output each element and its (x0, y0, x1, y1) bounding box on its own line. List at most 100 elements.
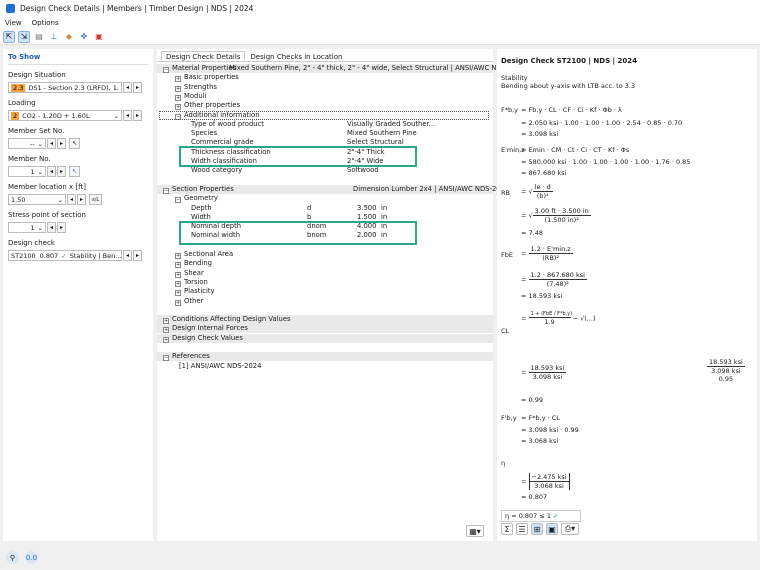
select-icon[interactable]: ⇱ (3, 30, 15, 43)
units-icon[interactable]: 0.0 (25, 551, 38, 564)
prev-icon[interactable]: ◂ (123, 250, 132, 261)
tree-row[interactable]: +Other (157, 297, 493, 306)
tree-label: Species (191, 129, 217, 138)
member-icon[interactable]: ⊥ (50, 32, 58, 41)
member-set-select[interactable]: -- ⌄ (8, 138, 46, 149)
prev-icon[interactable]: ◂ (67, 194, 76, 205)
eta-num2: −2.475 ksi (529, 473, 569, 482)
fbe-num: 1.2 · E'min,z (528, 245, 573, 254)
expand-icon[interactable]: + (175, 104, 181, 111)
prev-icon[interactable]: ◂ (47, 222, 56, 233)
collapse-icon[interactable]: − (175, 197, 181, 204)
label-eta: η (501, 459, 506, 467)
tree-label: Wood category (191, 166, 242, 175)
expand-icon[interactable]: + (163, 318, 169, 325)
next-icon[interactable]: ▸ (57, 166, 66, 177)
expand-icon[interactable]: + (175, 85, 181, 92)
next-icon[interactable]: ▸ (133, 110, 142, 121)
tree-row[interactable]: +Torsion (157, 278, 493, 287)
tree-row[interactable]: +Strengths (157, 83, 493, 92)
expand-icon[interactable]: + (175, 271, 181, 278)
tab-bar: Design Check Details Design Checks in Lo… (157, 49, 493, 62)
tree-row[interactable]: +Other properties (157, 101, 493, 111)
design-situation-select[interactable]: 2.3 DS1 - Section 2.3 (LRFD), 1. t... (8, 82, 122, 93)
color-scale-icon[interactable]: ◆ (65, 32, 73, 41)
expand-icon[interactable]: + (175, 299, 181, 306)
tab-design-checks-in-location[interactable]: Design Checks in Location (250, 53, 343, 61)
search-icon[interactable]: ⚲ (6, 551, 19, 564)
tab-design-check-details[interactable]: Design Check Details (161, 51, 246, 61)
stress-point-select[interactable]: 1 ⌄ (8, 222, 46, 233)
tree-row[interactable]: +Sectional Area (157, 250, 493, 259)
prev-icon[interactable]: ◂ (123, 110, 132, 121)
chevron-down-icon: ⌄ (37, 167, 43, 176)
menu-view[interactable]: View (5, 19, 22, 27)
tree-label: −Geometry (175, 194, 218, 204)
prev-icon[interactable]: ◂ (47, 138, 56, 149)
tree-row[interactable]: +Bending (157, 259, 493, 269)
next-icon[interactable]: ▸ (133, 82, 142, 93)
export-icon[interactable]: ▣ (95, 32, 103, 41)
prev-icon[interactable]: ◂ (123, 82, 132, 93)
next-icon[interactable]: ▸ (133, 250, 142, 261)
expand-icon[interactable]: + (175, 76, 181, 83)
next-icon[interactable]: ▸ (77, 194, 86, 205)
view-icon[interactable]: ✜ (80, 32, 88, 41)
tree-group-row[interactable]: +Conditions Affecting Design Values (157, 315, 493, 325)
expand-icon[interactable]: + (163, 336, 169, 343)
location-select[interactable]: 1.50 ⌄ (8, 194, 66, 205)
member-no-select[interactable]: 1 ⌄ (8, 166, 46, 177)
collapse-icon[interactable]: − (163, 187, 169, 194)
rb-result: = 7.48 (521, 229, 543, 237)
tree-group-row[interactable]: −References (157, 352, 493, 362)
tree-row[interactable]: +Basic properties (157, 73, 493, 83)
pick-member-icon[interactable]: ↖ (69, 166, 80, 177)
tree-group-row[interactable]: +Design Check Values (157, 333, 493, 343)
fbe-values: = 1.2 · 867.680 ksi(7.48)² (521, 271, 587, 288)
tree-row[interactable]: −Geometry (157, 194, 493, 204)
expand-icon[interactable]: + (175, 253, 181, 259)
expand-icon[interactable]: + (163, 327, 169, 334)
list-icon[interactable]: ☰ (516, 523, 528, 535)
collapse-icon[interactable]: − (163, 355, 169, 362)
tree-row[interactable]: +Shear (157, 269, 493, 278)
expand-icon[interactable]: + (175, 280, 181, 287)
menu-options[interactable]: Options (31, 19, 59, 27)
expand-icon[interactable]: + (175, 262, 181, 269)
export-excel-icon[interactable]: ▦▾ (466, 525, 484, 537)
emin-result: = 867.680 ksi (521, 169, 567, 177)
prev-icon[interactable]: ◂ (47, 166, 56, 177)
tree-label-text: Sectional Area (184, 250, 234, 258)
chevron-down-icon: ⌄ (57, 195, 63, 204)
ratio-icon[interactable]: x/L (89, 194, 102, 205)
rb-den2: (1.500 in)² (544, 216, 579, 224)
symbols-icon[interactable]: ⊞ (531, 523, 543, 535)
expand-icon[interactable]: + (175, 94, 181, 101)
print-icon[interactable]: ⎙▾ (561, 523, 579, 535)
formula-icon[interactable]: Σ (501, 523, 513, 535)
tree-symbol: d (307, 203, 312, 212)
tree-row[interactable]: +Plasticity (157, 287, 493, 297)
tree-label-text: Geometry (184, 194, 218, 203)
expand-icon[interactable]: + (175, 290, 181, 297)
fby-result: = 3.068 ksi (521, 437, 559, 445)
cl-den2: 0.95 (718, 375, 734, 383)
section-icon[interactable]: ▤ (35, 32, 43, 41)
rb-den: (b)² (536, 192, 549, 200)
pick-member-set-icon[interactable]: ↖ (69, 138, 80, 149)
tree-group-row[interactable]: +Design Internal Forces (157, 324, 493, 334)
design-check-select[interactable]: ST2100 0.807 ✓ Stability | Ben... (8, 250, 122, 261)
pick-icon[interactable]: ⇲ (18, 30, 30, 43)
tree-label: +Moduli (175, 92, 206, 101)
tree-row[interactable]: +Moduli (157, 92, 493, 101)
values-icon[interactable]: ▣ (546, 523, 558, 535)
tree-label: Width classification (191, 157, 257, 166)
collapse-icon[interactable]: − (163, 67, 169, 73)
next-icon[interactable]: ▸ (57, 138, 66, 149)
next-icon[interactable]: ▸ (57, 222, 66, 233)
loading-select[interactable]: 2 CO2 - 1.20D + 1.60L ⌄ (8, 110, 122, 121)
